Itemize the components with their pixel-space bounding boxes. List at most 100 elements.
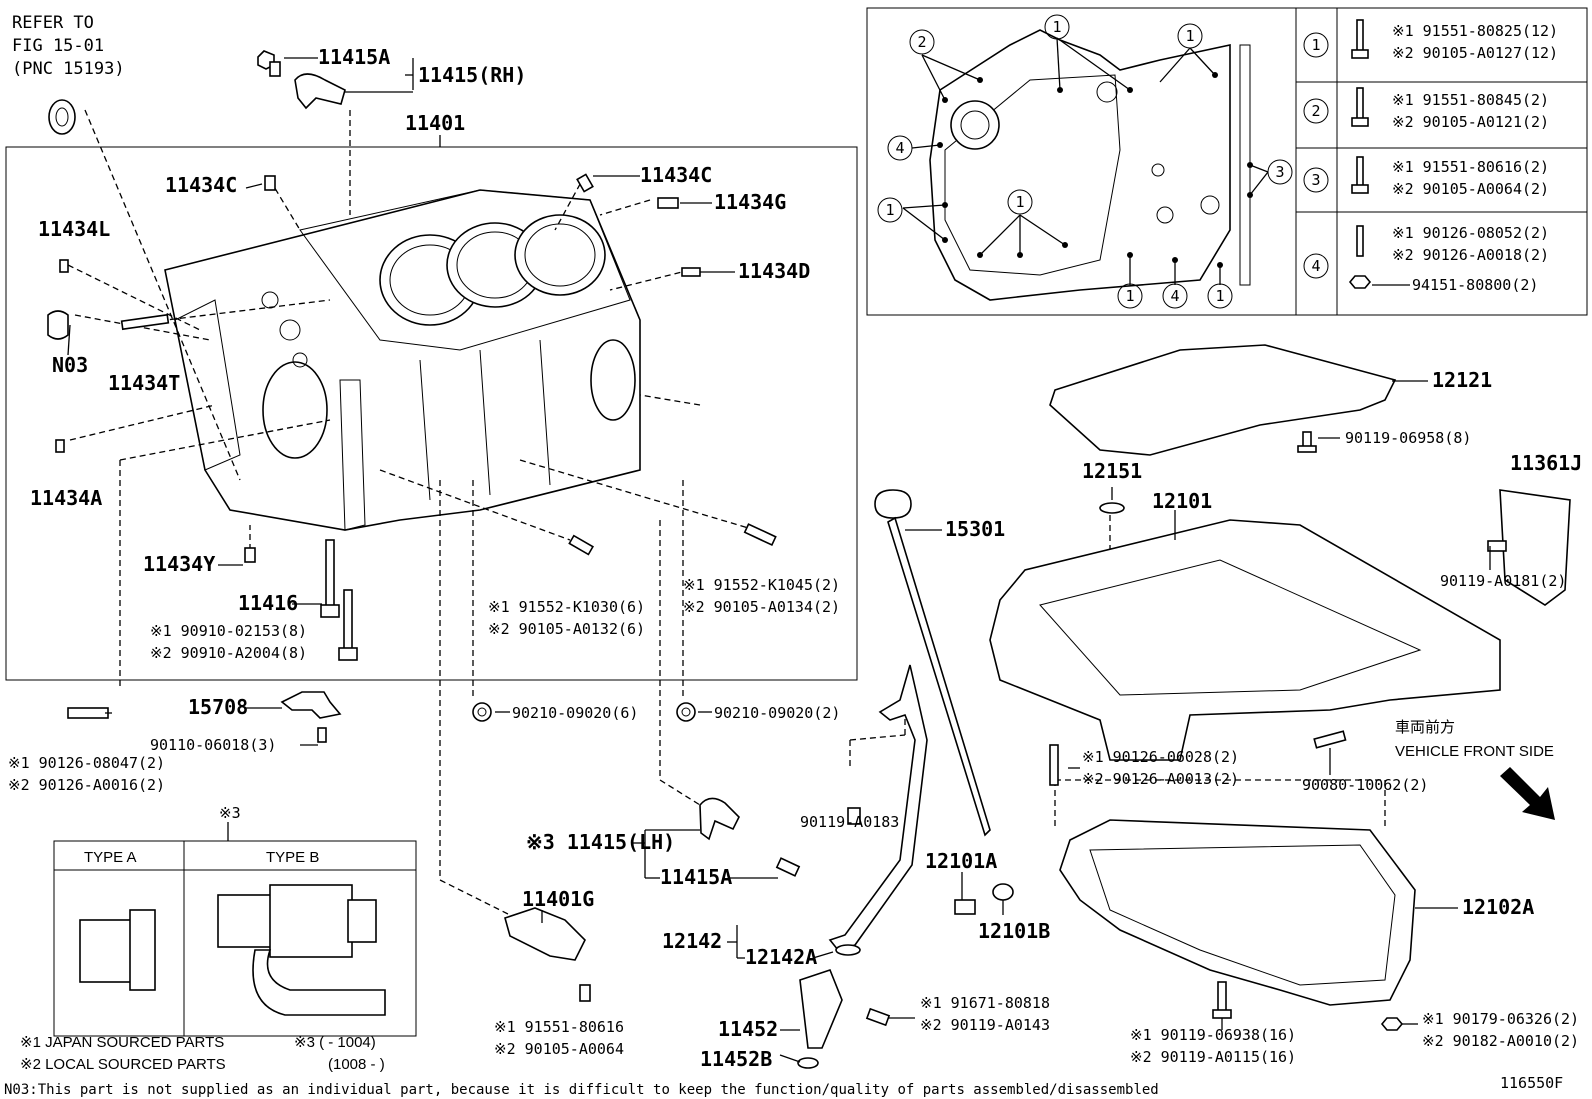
refer-line-3: (PNC 15193) xyxy=(12,59,125,79)
inset-callout-1: 1 xyxy=(1185,27,1194,45)
inset-oil-pan-sketch: 2 1 1 4 1 1 3 1 4 1 xyxy=(877,14,1293,309)
bolt-90110: 90110-06018(3) xyxy=(150,736,276,754)
bolt-91551-1: ※1 91551-80616 xyxy=(494,1018,624,1036)
bolt-part-2a: ※1 91551-80845(2) xyxy=(1392,91,1549,109)
bolt-90910-1: ※1 90910-02153(8) xyxy=(150,622,307,640)
legend-type-range-2: (1008 - ) xyxy=(328,1056,385,1073)
part-N03: N03 xyxy=(52,353,88,377)
part-11434L: 11434L xyxy=(38,217,110,241)
bolt-part-2b: ※2 90105-A0121(2) xyxy=(1392,113,1549,131)
part-11434Y: 11434Y xyxy=(143,552,215,576)
front-side-en: VEHICLE FRONT SIDE xyxy=(1395,743,1554,760)
inset-callout-3: 3 xyxy=(1275,163,1284,181)
part-11401G: 11401G xyxy=(522,887,594,911)
inset-callout-4: 4 xyxy=(895,139,904,157)
table-row-num: 2 xyxy=(1311,102,1320,120)
part-12101: 12101 xyxy=(1152,489,1212,513)
part-11415A-top: 11415A xyxy=(318,45,390,69)
part-11434A: 11434A xyxy=(30,486,102,510)
stud-90126-2: ※2 90126-A0016(2) xyxy=(8,776,165,794)
bolt-part-1b: ※2 90105-A0127(12) xyxy=(1392,44,1558,62)
bolt-90910-2: ※2 90910-A2004(8) xyxy=(150,644,307,662)
bolt-90119-06958: 90119-06958(8) xyxy=(1345,429,1471,447)
part-15301: 15301 xyxy=(945,517,1005,541)
part-11415-rh: 11415(RH) xyxy=(418,63,526,87)
stud-90126-1: ※1 90126-08047(2) xyxy=(8,754,165,772)
part-15708: 15708 xyxy=(188,695,248,719)
part-11434C-left: 11434C xyxy=(165,173,237,197)
bolt-91552K-1: ※1 91552-K1045(2) xyxy=(683,576,840,594)
part-11434G: 11434G xyxy=(714,190,786,214)
washer-90210-a: 90210-09020(6) xyxy=(512,704,638,722)
bolt-91551-2: ※2 90105-A0064 xyxy=(494,1040,624,1058)
refer-line-1: REFER TO xyxy=(12,13,94,33)
part-11361J: 11361J xyxy=(1510,451,1582,475)
bolt-part-1a: ※1 91551-80825(12) xyxy=(1392,22,1558,40)
small-parts xyxy=(47,50,1571,1069)
type-box xyxy=(53,840,417,1037)
type-note-3: ※3 xyxy=(219,804,241,822)
refer-line-2: FIG 15-01 xyxy=(12,36,104,56)
washer-90210-b: 90210-09020(2) xyxy=(714,704,840,722)
type-b-header: TYPE B xyxy=(266,849,319,866)
part-12121: 12121 xyxy=(1432,368,1492,392)
stud-90126-06028-1: ※1 90126-06028(2) xyxy=(1082,748,1239,766)
inset-callout-4: 4 xyxy=(1170,287,1179,305)
part-11434D: 11434D xyxy=(738,259,810,283)
bolt-icon xyxy=(1348,19,1372,289)
bolt-inset-frame xyxy=(866,7,1588,316)
part-12151: 12151 xyxy=(1082,459,1142,483)
inset-callout-1: 1 xyxy=(1052,18,1061,36)
cylinder-block-frame xyxy=(5,146,858,681)
bolt-part-4c: 94151-80800(2) xyxy=(1412,276,1538,294)
bolt-part-4b: ※2 90126-A0018(2) xyxy=(1392,246,1549,264)
bolt-91552-1: ※1 91552-K1030(6) xyxy=(488,598,645,616)
part-12101B: 12101B xyxy=(978,919,1050,943)
bolt-part-4a: ※1 90126-08052(2) xyxy=(1392,224,1549,242)
part-11434C-right: 11434C xyxy=(640,163,712,187)
bolt-90119-A0183: 90119-A0183 xyxy=(800,813,899,831)
part-11415A-lh: 11415A xyxy=(660,865,732,889)
part-11434T: 11434T xyxy=(108,371,180,395)
footnote-n03: N03:This part is not supplied as an indi… xyxy=(4,1082,1159,1098)
front-side-jp: 車両前方 xyxy=(1395,719,1455,736)
part-11416: 11416 xyxy=(238,591,298,615)
part-11452B: 11452B xyxy=(700,1047,772,1071)
bolt-90119-06938-2: ※2 90119-A0115(16) xyxy=(1130,1048,1296,1066)
bolt-part-3a: ※1 91551-80616(2) xyxy=(1392,158,1549,176)
part-11452: 11452 xyxy=(718,1017,778,1041)
inset-callout-1: 1 xyxy=(1125,287,1134,305)
part-12102A: 12102A xyxy=(1462,895,1534,919)
bolt-90080: 90080-10062(2) xyxy=(1302,776,1428,794)
table-row-num: 1 xyxy=(1311,36,1320,54)
bolt-91552K-2: ※2 90105-A0134(2) xyxy=(683,598,840,616)
bolt-90119-06938-1: ※1 90119-06938(16) xyxy=(1130,1026,1296,1044)
part-12142A: 12142A xyxy=(745,945,817,969)
table-row-num: 4 xyxy=(1311,257,1320,275)
part-11415-lh: ※3 11415(LH) xyxy=(526,830,675,854)
bolt-90179-1: ※1 90179-06326(2) xyxy=(1422,1010,1579,1028)
legend-japan: ※1 JAPAN SOURCED PARTS xyxy=(20,1034,224,1051)
bolt-part-3b: ※2 90105-A0064(2) xyxy=(1392,180,1549,198)
inset-callout-2: 2 xyxy=(917,33,926,51)
bolt-91552-2: ※2 90105-A0132(6) xyxy=(488,620,645,638)
inset-callout-1: 1 xyxy=(1215,287,1224,305)
part-12101A: 12101A xyxy=(925,849,997,873)
vehicle-front-arrow-icon xyxy=(1500,767,1555,820)
cylinder-block-drawing xyxy=(164,189,641,531)
inset-callout-1: 1 xyxy=(1015,193,1024,211)
bolt-91671-2: ※2 90119-A0143 xyxy=(920,1016,1050,1034)
type-a-header: TYPE A xyxy=(84,849,137,866)
bolt-90179-2: ※2 90182-A0010(2) xyxy=(1422,1032,1579,1050)
bolt-table: 1 2 3 4 ※1 91551-80825(12) ※2 90105-A012… xyxy=(1303,19,1558,294)
table-row-num: 3 xyxy=(1311,171,1320,189)
legend-local: ※2 LOCAL SOURCED PARTS xyxy=(20,1056,226,1073)
part-11401: 11401 xyxy=(405,111,465,135)
legend-type-range-1: ※3 ( - 1004) xyxy=(294,1034,376,1051)
inset-callout-1: 1 xyxy=(885,201,894,219)
bolt-90119-A0181: 90119-A0181(2) xyxy=(1440,572,1566,590)
figure-number: 116550F xyxy=(1500,1074,1563,1092)
part-12142: 12142 xyxy=(662,929,722,953)
